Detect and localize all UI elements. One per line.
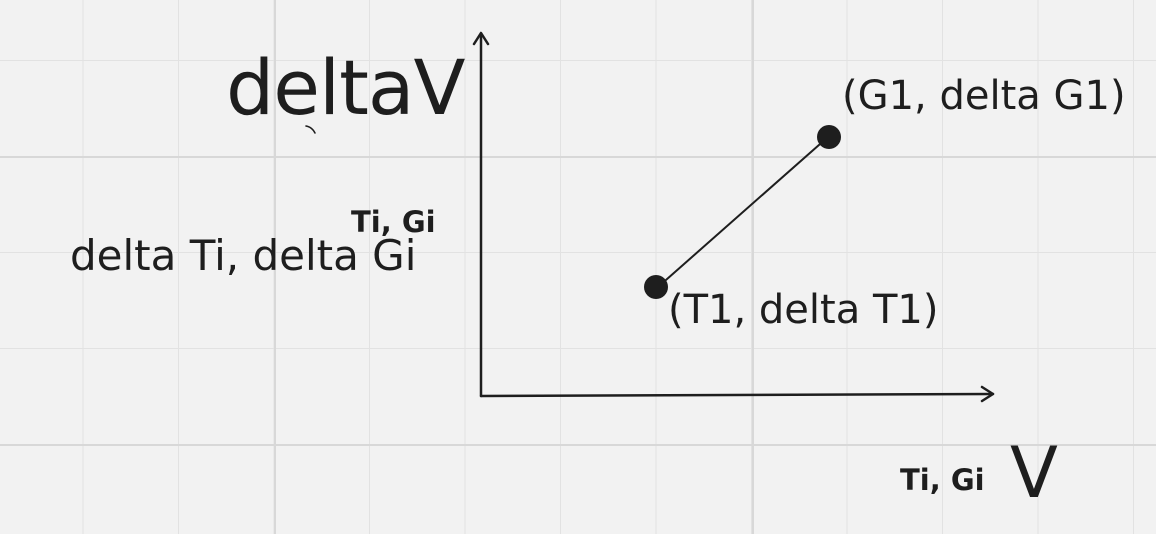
- connecting-line[interactable]: [657, 136, 829, 288]
- point-t1[interactable]: [644, 275, 668, 299]
- point-g1-label[interactable]: (G1, delta G1): [842, 73, 1126, 119]
- y-axis-label-main[interactable]: deltaV: [226, 43, 465, 132]
- y-axis-label-subscript[interactable]: Ti, Gi: [351, 205, 436, 239]
- x-axis-label-main[interactable]: V: [1010, 432, 1058, 514]
- point-g1[interactable]: [817, 125, 841, 149]
- y-axis-arrowhead: [472, 31, 490, 46]
- y-axis-description[interactable]: delta Ti, delta Gi: [70, 231, 417, 280]
- x-axis-arrowhead: [980, 385, 995, 403]
- x-axis-label-subscript[interactable]: Ti, Gi: [900, 463, 985, 497]
- x-axis-line[interactable]: [479, 392, 995, 398]
- pen-stroke-mark: [305, 125, 316, 134]
- point-t1-label[interactable]: (T1, delta T1): [668, 287, 939, 333]
